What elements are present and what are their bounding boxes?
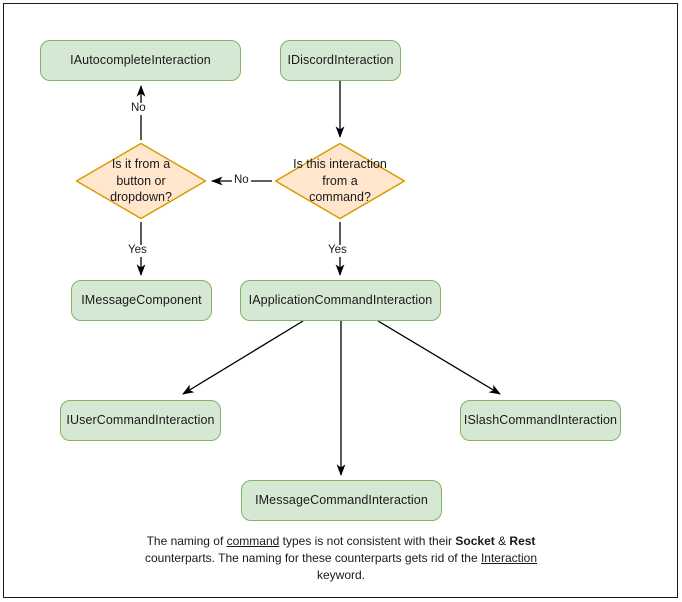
node-discord-interaction[interactable]: IDiscordInteraction xyxy=(280,40,401,81)
edge-label-yes-right: Yes xyxy=(326,244,349,257)
footnote-underline-interaction: Interaction xyxy=(480,551,538,566)
edge-label-yes-left: Yes xyxy=(126,244,149,257)
node-label: Is this interaction from a command? xyxy=(293,157,387,205)
node-label: IAutocompleteInteraction xyxy=(70,53,211,68)
footnote-line3-part1: counterparts gets rid of the xyxy=(334,551,481,566)
footnote-line3-part2: keyword. xyxy=(316,568,366,583)
node-label: IDiscordInteraction xyxy=(287,53,394,68)
node-message-component[interactable]: IMessageComponent xyxy=(71,280,212,321)
node-question-is-this-interaction-from-a-command[interactable]: Is this interaction from a command? xyxy=(274,142,406,220)
node-autocomplete-interaction[interactable]: IAutocompleteInteraction xyxy=(40,40,241,81)
node-user-command-interaction[interactable]: IUserCommandInteraction xyxy=(60,400,221,441)
node-label: IMessageCommandInteraction xyxy=(255,493,428,508)
edge-label-no-vertical: No xyxy=(129,102,148,115)
footnote-line2-part2: counterparts. The naming for these xyxy=(144,551,332,566)
node-question-is-it-from-button-or-dropdown[interactable]: Is it from a button or dropdown? xyxy=(75,142,207,220)
node-application-command-interaction[interactable]: IApplicationCommandInteraction xyxy=(240,280,441,321)
node-message-command-interaction[interactable]: IMessageCommandInteraction xyxy=(241,480,442,521)
footnote-text: The naming of command types is not consi… xyxy=(131,533,551,584)
footnote-ampersand: & xyxy=(494,534,510,548)
diamond-shape-icon xyxy=(274,142,406,220)
edge-appcommand-to-slashcommand xyxy=(377,320,501,395)
diamond-shape-icon xyxy=(75,142,207,220)
edge-label-no-horizontal: No xyxy=(232,174,251,187)
node-label: IApplicationCommandInteraction xyxy=(248,293,433,308)
footnote-line1-part2: types is not consistent with their xyxy=(279,534,453,548)
node-label: ISlashCommandInteraction xyxy=(463,413,618,428)
node-label: Is it from a button or dropdown? xyxy=(110,157,172,205)
footnote-bold-socket: Socket xyxy=(455,534,495,548)
footnote-underline-command: command xyxy=(226,534,280,548)
footnote-bold-rest: Rest xyxy=(509,534,536,548)
node-label: IMessageComponent xyxy=(81,293,202,308)
edge-appcommand-to-usercommand xyxy=(182,320,304,395)
footnote-line1-part1: The naming of xyxy=(146,534,227,548)
node-label: IUserCommandInteraction xyxy=(66,413,215,428)
node-slash-command-interaction[interactable]: ISlashCommandInteraction xyxy=(460,400,621,441)
